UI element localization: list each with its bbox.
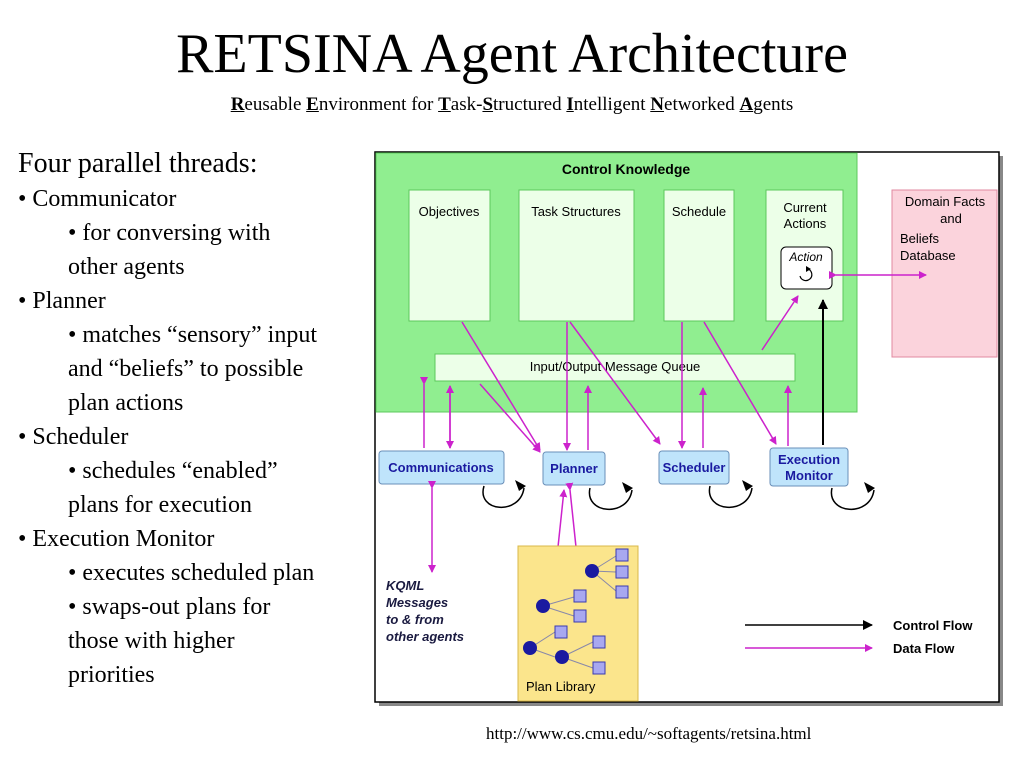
domain-facts-label: Beliefs	[900, 231, 940, 246]
thread-loop-arrowheads	[515, 480, 875, 493]
schedule-label: Schedule	[672, 204, 726, 219]
communications-box	[378, 450, 505, 485]
kqml-label: KQML	[386, 578, 424, 593]
planner-box	[542, 451, 606, 486]
bullet-execution-monitor-sub: those with higher	[68, 628, 235, 654]
kqml-label: other agents	[386, 629, 464, 644]
bullet-scheduler-sub: plans for execution	[68, 492, 252, 518]
plan-tree-nodes	[523, 564, 599, 664]
current-actions-label: Current	[783, 200, 827, 215]
legend-control-label: Control Flow	[893, 618, 973, 633]
bullet-planner-sub: • matches “sensory” input	[68, 322, 317, 348]
task-structures-label: Task Structures	[531, 204, 621, 219]
bullet-execution-monitor-sub: priorities	[68, 662, 155, 688]
source-url[interactable]: http://www.cs.cmu.edu/~softagents/retsin…	[486, 724, 812, 743]
bullet-execution-monitor-sub: • executes scheduled plan	[68, 560, 315, 586]
kqml-label: Messages	[386, 595, 448, 610]
slide-title: RETSINA Agent Architecture	[176, 23, 848, 85]
planner-label: Planner	[550, 461, 598, 476]
bullet-execution-monitor-sub: • swaps-out plans for	[68, 594, 271, 620]
thread-loops	[482, 485, 875, 510]
control-knowledge-label: Control Knowledge	[562, 161, 691, 177]
bullet-scheduler-sub: • schedules “enabled”	[68, 458, 278, 484]
action-label: Action	[788, 250, 823, 264]
objectives-box	[408, 189, 491, 322]
scheduler-label: Scheduler	[663, 460, 726, 475]
action-loop-icon	[799, 268, 813, 282]
legend-data-label: Data Flow	[893, 641, 955, 656]
domain-facts-label: Domain Facts	[905, 194, 986, 209]
bullet-communicator-sub: • for conversing with	[68, 220, 271, 246]
plan-tree-leaves	[554, 548, 629, 675]
task-structures-box	[518, 189, 635, 322]
bullet-planner-sub: and “beliefs” to possible	[68, 356, 304, 382]
execution-monitor-label: Monitor	[785, 468, 833, 483]
communications-label: Communications	[388, 460, 493, 475]
bullet-communicator-sub: other agents	[68, 254, 185, 280]
message-queue-label: Input/Output Message Queue	[530, 359, 701, 374]
plan-library-label: Plan Library	[526, 679, 596, 694]
bullets-heading: Four parallel threads:	[18, 148, 258, 179]
bullet-list: Four parallel threads: • Communicator • …	[18, 146, 378, 692]
schedule-box	[663, 189, 735, 322]
slide-subtitle: Reusable Environment for Task-Structured…	[230, 94, 794, 115]
scheduler-box	[658, 450, 730, 485]
bullet-planner-sub: plan actions	[68, 390, 184, 416]
objectives-label: Objectives	[419, 204, 480, 219]
bullet-scheduler: • Scheduler	[18, 424, 129, 450]
bullet-execution-monitor: • Execution Monitor	[18, 526, 215, 552]
execution-monitor-box	[769, 447, 849, 487]
execution-monitor-label: Execution	[778, 452, 840, 467]
domain-facts-label: Database	[900, 248, 956, 263]
domain-facts-label: and	[940, 211, 962, 226]
current-actions-label: Actions	[784, 216, 827, 231]
bullet-planner: • Planner	[18, 288, 106, 314]
kqml-label: to & from	[386, 612, 444, 627]
bullet-communicator: • Communicator	[18, 186, 177, 212]
action-loop-arrowhead	[806, 266, 811, 272]
